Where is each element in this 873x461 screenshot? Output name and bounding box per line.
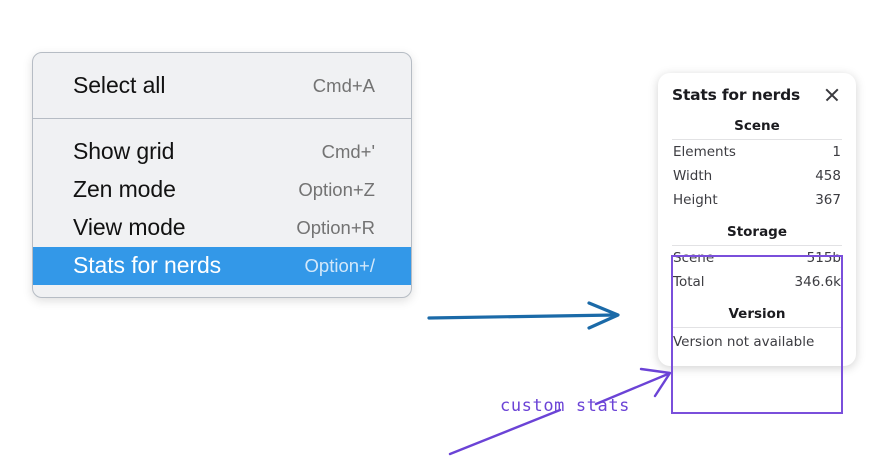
section-heading-storage: Storage bbox=[726, 224, 788, 240]
stat-row-storage-total: Total 346.6k bbox=[670, 270, 844, 294]
stat-key: Elements bbox=[673, 144, 736, 160]
stat-key: Width bbox=[673, 168, 713, 184]
stat-value: 458 bbox=[815, 168, 841, 184]
section-rule bbox=[672, 245, 842, 246]
menu-item-show-grid[interactable]: Show grid Cmd+' bbox=[33, 133, 411, 171]
stat-row-width: Width 458 bbox=[670, 164, 844, 188]
close-icon[interactable] bbox=[824, 87, 840, 103]
stat-row-elements: Elements 1 bbox=[670, 140, 844, 164]
stat-value: 367 bbox=[815, 192, 841, 208]
section-heading-scene: Scene bbox=[734, 118, 780, 134]
menu-item-shortcut: Cmd+' bbox=[321, 140, 375, 162]
menu-item-stats-for-nerds[interactable]: Stats for nerds Option+/ bbox=[33, 247, 411, 285]
menu-item-label: Zen mode bbox=[73, 176, 176, 202]
stat-value: 1 bbox=[832, 144, 841, 160]
section-heading-version: Version bbox=[728, 306, 786, 322]
section-rule bbox=[672, 139, 842, 140]
stat-value: 346.6k bbox=[794, 274, 841, 290]
stat-row-storage-scene: Scene 515b bbox=[670, 246, 844, 270]
menu-item-shortcut: Cmd+A bbox=[312, 74, 375, 96]
menu-separator bbox=[33, 118, 411, 119]
arrow-right-icon bbox=[427, 301, 620, 330]
menu-item-shortcut: Option+Z bbox=[298, 178, 375, 200]
panel-header: Stats for nerds bbox=[670, 83, 844, 106]
stats-for-nerds-panel: Stats for nerds Scene Elements 1 Width 4… bbox=[658, 73, 856, 366]
section-rule bbox=[672, 327, 842, 328]
menu-item-label: Show grid bbox=[73, 138, 175, 164]
stat-key: Height bbox=[673, 192, 718, 208]
menu-group-primary: Select all Cmd+A bbox=[33, 53, 411, 118]
stat-value: 515b bbox=[806, 250, 841, 266]
menu-item-label: Stats for nerds bbox=[73, 252, 222, 278]
stat-row-height: Height 367 bbox=[670, 188, 844, 212]
context-menu[interactable]: Select all Cmd+A Show grid Cmd+' Zen mod… bbox=[32, 52, 412, 298]
annotation-underline-stroke bbox=[448, 408, 562, 456]
menu-item-shortcut: Option+/ bbox=[304, 254, 375, 276]
stat-key: Total bbox=[673, 274, 705, 290]
custom-stats-annotation-label: custom stats bbox=[500, 396, 631, 416]
menu-item-select-all[interactable]: Select all Cmd+A bbox=[33, 67, 411, 105]
menu-item-label: View mode bbox=[73, 214, 186, 240]
menu-item-view-mode[interactable]: View mode Option+R bbox=[33, 209, 411, 247]
stat-key: Scene bbox=[673, 250, 715, 266]
menu-item-shortcut: Option+R bbox=[296, 216, 375, 238]
menu-item-label: Select all bbox=[73, 72, 166, 98]
menu-group-secondary: Show grid Cmd+' Zen mode Option+Z View m… bbox=[33, 119, 411, 297]
menu-item-zen-mode[interactable]: Zen mode Option+Z bbox=[33, 171, 411, 209]
panel-title: Stats for nerds bbox=[672, 86, 801, 104]
stat-row-version: Version not available bbox=[673, 334, 815, 350]
